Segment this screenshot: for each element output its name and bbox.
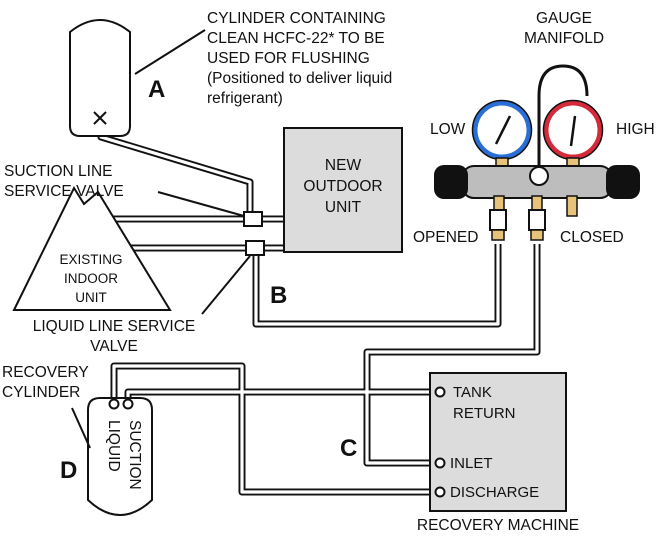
label-b: B [270, 282, 287, 309]
svg-text:CYLINDER: CYLINDER [2, 384, 80, 401]
svg-text:CYLINDER CONTAINING: CYLINDER CONTAINING [207, 10, 386, 27]
suction-service-valve [243, 211, 263, 227]
recovery-machine-port-labels: TANK RETURN INLET DISCHARGE [450, 384, 539, 501]
cylinder-suction-port [122, 398, 134, 410]
svg-text:(Positioned to deliver liquid: (Positioned to deliver liquid [207, 70, 392, 87]
high-side-knob [606, 165, 640, 199]
inlet-port [434, 457, 446, 469]
cylinder-suction-label: SUCTION [126, 420, 143, 490]
low-hose-connector [489, 209, 507, 231]
svg-text:INDOOR: INDOOR [64, 271, 118, 286]
manifold-hook-icon [537, 64, 589, 172]
svg-text:SERVICE VALVE: SERVICE VALVE [4, 183, 124, 200]
svg-text:OUTDOOR: OUTDOOR [303, 178, 382, 195]
cylinder-liquid-label: LIQUID [105, 420, 122, 472]
svg-text:USED FOR FLUSHING: USED FOR FLUSHING [207, 50, 370, 67]
recovery-machine-label: RECOVERY MACHINE [417, 517, 579, 534]
discharge-port [434, 486, 446, 498]
svg-text:GAUGE: GAUGE [536, 10, 592, 27]
recovery-cylinder [87, 397, 153, 516]
svg-text:TANK: TANK [453, 384, 492, 401]
existing-indoor-unit [12, 185, 172, 311]
svg-text:INLET: INLET [450, 455, 493, 472]
low-label: LOW [430, 121, 466, 138]
svg-text:LIQUID LINE SERVICE: LIQUID LINE SERVICE [33, 318, 196, 335]
opened-label: OPENED [413, 229, 478, 246]
high-hose-connector [528, 209, 546, 231]
low-side-knob [434, 165, 468, 199]
recovery-cylinder-leader [71, 407, 91, 449]
recovery-cylinder-label: RECOVERY CYLINDER [2, 364, 89, 401]
refrigerant-lines [97, 124, 541, 496]
gauge-manifold-label: GAUGE MANIFOLD [524, 10, 604, 47]
flush-cylinder-line [97, 124, 254, 214]
existing-indoor-unit-label: EXISTING INDOOR UNIT [59, 252, 122, 305]
label-a: A [148, 76, 165, 103]
svg-text:RETURN: RETURN [453, 405, 516, 422]
svg-text:refrigerant): refrigerant) [207, 90, 283, 107]
cylinder-liquid-port [108, 398, 120, 410]
svg-text:EXISTING: EXISTING [59, 252, 122, 267]
recovery-machine [429, 372, 567, 512]
liquid-valve-leader [201, 255, 251, 315]
liquid-line-service-valve-label: LIQUID LINE SERVICE VALVE [33, 318, 196, 355]
svg-text:CLEAN HCFC-22* TO BE: CLEAN HCFC-22* TO BE [207, 30, 385, 47]
svg-text:UNIT: UNIT [75, 290, 107, 305]
suction-line-service-valve-label: SUCTION LINE SERVICE VALVE [4, 163, 124, 200]
discharge-to-cylinder-hose [110, 362, 438, 496]
gauge-manifold [434, 64, 640, 241]
svg-text:RECOVERY: RECOVERY [2, 364, 89, 381]
flush-cylinder-note: CYLINDER CONTAINING CLEAN HCFC-22* TO BE… [207, 10, 392, 107]
flush-cylinder-leader [134, 29, 206, 75]
low-gauge-needle-icon [494, 115, 512, 145]
liquid-valve-to-manifold-hose [252, 244, 502, 328]
svg-text:UNIT: UNIT [325, 199, 362, 216]
closed-label: CLOSED [560, 229, 624, 246]
label-d: D [60, 457, 77, 484]
svg-text:MANIFOLD: MANIFOLD [524, 30, 604, 47]
high-label: HIGH [616, 121, 655, 138]
cylinder-valve-icon [93, 111, 107, 125]
new-outdoor-unit-label: NEW OUTDOOR UNIT [303, 157, 382, 216]
suction-valve-leader [157, 191, 245, 217]
tank-return-port [434, 386, 446, 398]
svg-text:SUCTION LINE: SUCTION LINE [4, 163, 113, 180]
svg-text:VALVE: VALVE [90, 338, 138, 355]
svg-text:NEW: NEW [325, 157, 362, 174]
new-outdoor-unit [283, 127, 403, 253]
flushing-cylinder [69, 19, 131, 137]
svg-text:DISCHARGE: DISCHARGE [450, 484, 539, 501]
liquid-service-valve [245, 240, 265, 256]
high-gauge-needle-icon [569, 115, 577, 147]
manifold-sight-glass [529, 166, 549, 186]
label-c: C [340, 435, 357, 462]
